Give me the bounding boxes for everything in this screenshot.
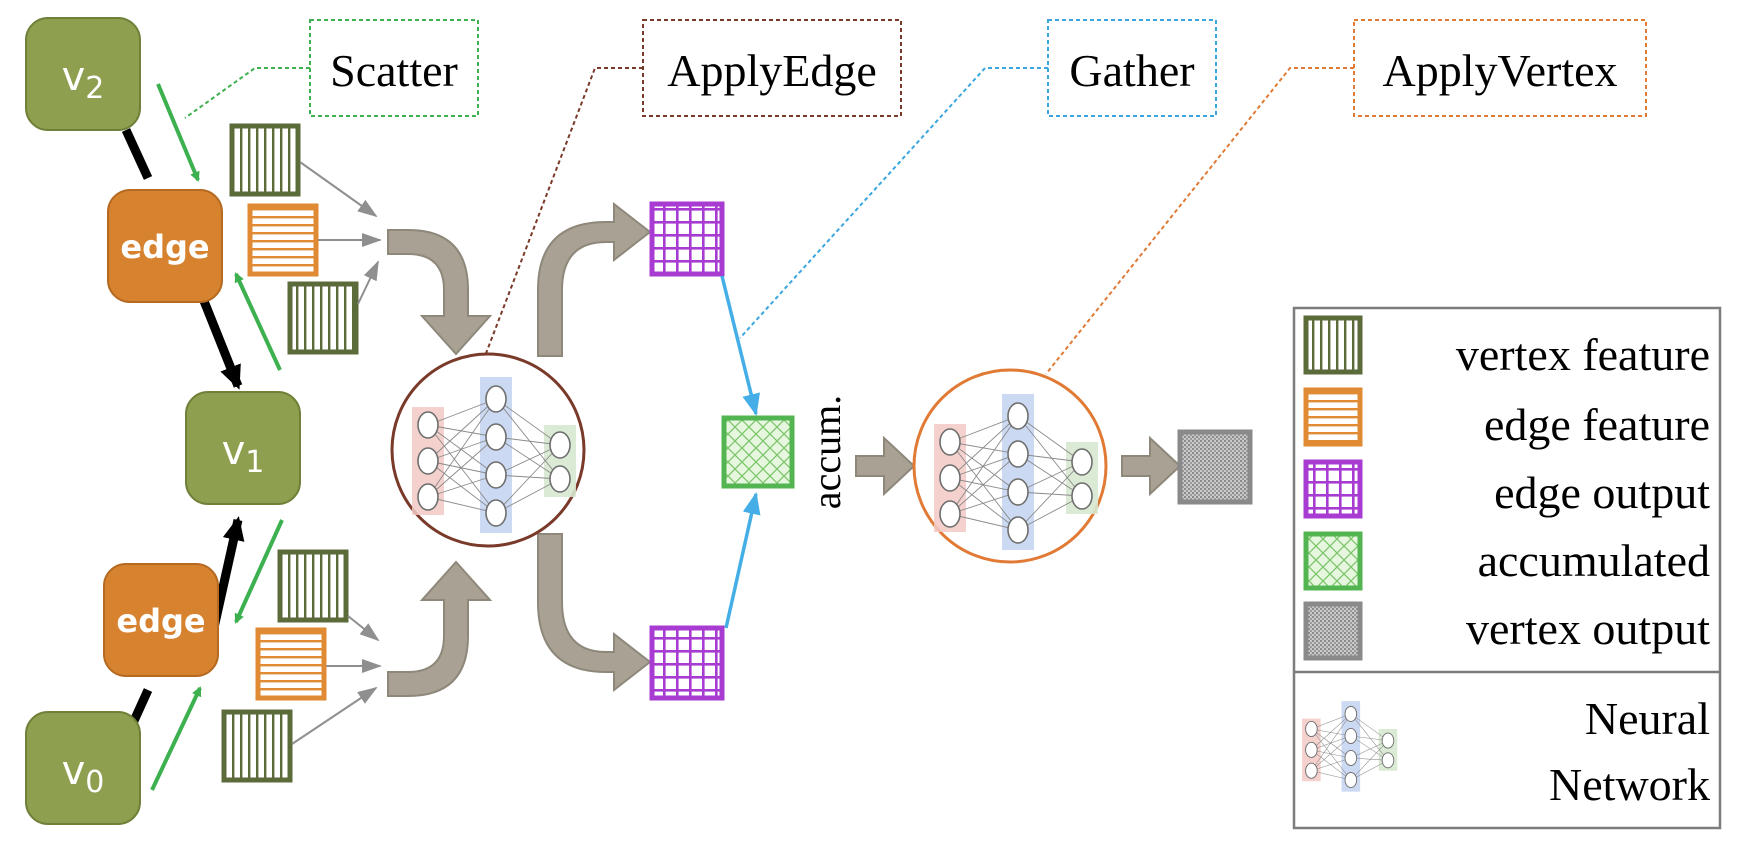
edge-node-bottom: edge [103,563,219,677]
edge-node-top: edge [107,189,223,303]
scatter-arrow-3 [234,519,284,624]
vertex-v2-letter: v [62,54,86,100]
legend-label-edge-output: edge output [1494,467,1710,518]
gather-arrows [720,275,761,629]
legend-item-accumulated: accumulated [1303,531,1710,591]
scatter-arrow-2 [234,272,282,371]
scatter-leader-line [184,67,310,119]
vertex-v0-sub: 0 [85,765,104,800]
gather-label: Gather [1069,45,1194,96]
legend-swatch-edge-output [1303,459,1363,519]
vertex-v1: v1 [185,391,301,505]
legend: vertex feature edge feature edge output … [1292,306,1722,830]
vertex-v1-letter: v [222,428,246,474]
graph-edge-v2-edge [121,128,153,180]
legend-label-vertex-output: vertex output [1466,603,1710,654]
scatter-callout: Scatter [184,19,479,119]
vertex-feature-tile [287,281,359,355]
flow-arrow-to-edge-output-top [537,201,652,357]
edge-node-top-label: edge [120,228,209,266]
legend-item-vertex-output: vertex output [1303,601,1710,661]
svg-text:v2: v2 [62,54,105,106]
apply-edge-neural-network [390,352,586,548]
vertex-output-tile [1177,429,1253,505]
feature-group-top [229,123,382,355]
legend-label-network: Network [1549,759,1710,810]
scatter-arrows [150,83,284,791]
svg-text:v1: v1 [222,428,265,480]
edge-output-tile-top [649,201,725,277]
vertex-feature-tile [277,549,349,623]
legend-swatch-vertex-output [1303,601,1363,661]
legend-label-neural: Neural [1585,693,1710,744]
flow-arrow-into-apply-edge-bottom [387,560,493,697]
scatter-arrow-4 [150,686,202,791]
svg-text:v0: v0 [62,748,105,800]
legend-swatch-accumulated [1303,531,1363,591]
edge-node-bottom-label: edge [116,602,205,640]
apply-vertex-label: ApplyVertex [1382,45,1617,96]
scatter-arrow-1 [156,83,200,182]
legend-swatch-edge-feature [1303,387,1363,447]
vertex-feature-tile [229,123,301,197]
flow-arrow-to-vertex-output [1121,435,1182,497]
accum-label: accum. [804,395,849,509]
vertex-v0-letter: v [62,748,86,794]
legend-label-accumulated: accumulated [1478,535,1710,586]
legend-item-vertex-feature: vertex feature [1303,315,1710,380]
edge-feature-tile [247,203,319,277]
apply-edge-callout: ApplyEdge [484,19,902,357]
vertex-feature-tile [221,709,293,783]
apply-edge-leader-line [484,67,643,357]
legend-swatch-vertex-feature [1303,315,1363,375]
gather-arrow-top [720,275,760,416]
legend-item-edge-output: edge output [1303,459,1710,519]
gather-callout: Gather [739,19,1217,339]
accumulated-tile [721,415,795,489]
flow-arrow-to-apply-vertex [855,435,916,497]
legend-label-vertex-feature: vertex feature [1456,329,1710,380]
vertex-v2-sub: 2 [85,71,104,106]
gather-leader-line [739,67,1048,339]
legend-item-edge-feature: edge feature [1303,387,1710,450]
scatter-label: Scatter [330,45,458,96]
legend-label-edge-feature: edge feature [1484,399,1710,450]
apply-vertex-callout: ApplyVertex [1045,19,1647,375]
vertex-v2: v2 [25,17,141,131]
apply-vertex-leader-line [1045,67,1354,375]
edge-feature-tile [255,627,327,701]
graph-edge-edge-v1 [197,294,243,390]
vertex-v0: v0 [25,711,141,825]
apply-vertex-neural-network [912,368,1108,564]
flow-arrow-into-apply-edge-top [387,229,493,356]
gather-arrow-bottom [724,492,761,629]
feature-group-bottom [221,549,382,783]
legend-item-neural-network: Neural Network [1301,693,1710,810]
vertex-v1-sub: 1 [245,445,264,480]
apply-edge-label: ApplyEdge [667,45,877,96]
edge-output-tile-bottom [649,625,725,701]
flow-arrows [387,201,1182,697]
flow-arrow-to-edge-output-bottom [537,533,652,693]
